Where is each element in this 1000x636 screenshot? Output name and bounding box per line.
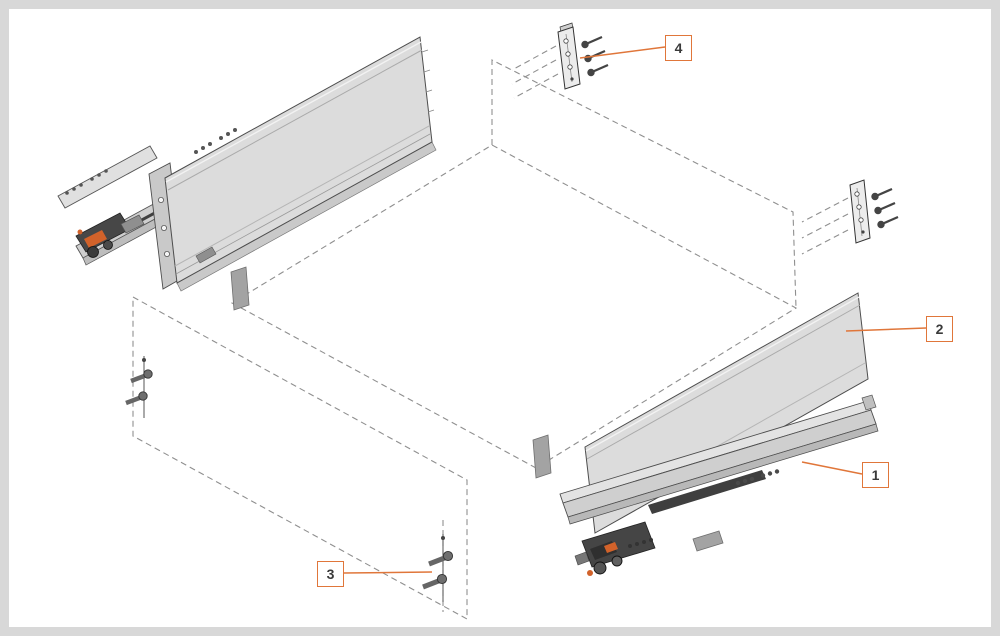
left-drawer-side-assembly xyxy=(57,36,437,292)
panel-top-flange-line xyxy=(167,49,423,191)
left-cabinet-rail xyxy=(57,145,158,209)
panel-top-highlight xyxy=(585,296,860,452)
left-panel-hole-row xyxy=(194,128,237,154)
connector-patch-left xyxy=(230,266,250,311)
dashed-bracket-guide-right-3 xyxy=(801,229,849,255)
callout-2: 2 xyxy=(926,316,953,342)
panel-bottom-crease xyxy=(174,125,430,267)
bolt-head xyxy=(138,391,148,401)
panel-bottom-edge-line xyxy=(175,133,431,275)
runner-glide xyxy=(648,470,766,514)
callout-line-3 xyxy=(343,571,433,574)
panel-latch-detail xyxy=(195,246,217,264)
dashed-bracket-guide-top-2 xyxy=(511,59,557,85)
callout-1: 1 xyxy=(862,462,889,488)
runner-hole-row xyxy=(735,469,780,486)
drawer-bottom-connectors xyxy=(230,266,724,552)
callout-line-2 xyxy=(845,327,927,332)
lock-screw-row xyxy=(628,538,653,548)
dashed-bracket-guide-top-3 xyxy=(513,73,559,99)
callout-4: 4 xyxy=(665,35,692,61)
callout-line-4 xyxy=(579,46,666,59)
panel-top-flange-line xyxy=(586,304,861,460)
panel-top-highlight xyxy=(165,41,422,183)
bracket-screws-right xyxy=(871,187,899,229)
right-drawer-runner xyxy=(559,394,879,576)
bracket-hole xyxy=(160,224,167,231)
panel-end-ticks xyxy=(421,49,435,113)
front-fixing-bolts-bottom xyxy=(422,534,454,602)
runner-lower-flange xyxy=(567,423,879,525)
bracket-hole xyxy=(157,196,164,203)
dashed-bottom-panel xyxy=(230,144,798,469)
dashed-back-panel xyxy=(491,59,797,309)
callout-1-label: 1 xyxy=(871,467,880,483)
dashed-bracket-guide-top-1 xyxy=(511,45,557,71)
bolt-head xyxy=(436,573,448,585)
rear-mounting-bracket-top xyxy=(557,22,609,90)
dashed-front-panel xyxy=(132,296,468,620)
runner-end-cap xyxy=(861,394,877,411)
dashed-bracket-guide-right-2 xyxy=(801,213,849,239)
callout-3: 3 xyxy=(317,561,344,587)
rear-mounting-bracket-right xyxy=(849,179,899,244)
callout-4-label: 4 xyxy=(674,40,683,56)
callout-leader-lines xyxy=(343,46,927,574)
bracket-plate xyxy=(849,179,871,244)
connector-patch-center xyxy=(532,434,552,479)
callout-2-label: 2 xyxy=(935,321,944,337)
bolt-head xyxy=(442,550,454,562)
callout-line-1 xyxy=(801,461,863,475)
bracket-hole xyxy=(163,250,170,257)
front-fixing-bolts-left xyxy=(125,356,153,418)
cabinet-dashed-outline xyxy=(132,45,849,620)
callout-3-label: 3 xyxy=(326,566,335,582)
left-runner-front-lock xyxy=(75,212,145,258)
bolt-head xyxy=(143,369,153,379)
runner-front-lock xyxy=(574,521,656,576)
dashed-bracket-guide-right-1 xyxy=(801,197,849,223)
left-cabinet-rail-holes xyxy=(65,169,108,195)
left-side-panel xyxy=(164,36,433,284)
connector-patch-right xyxy=(692,530,724,552)
